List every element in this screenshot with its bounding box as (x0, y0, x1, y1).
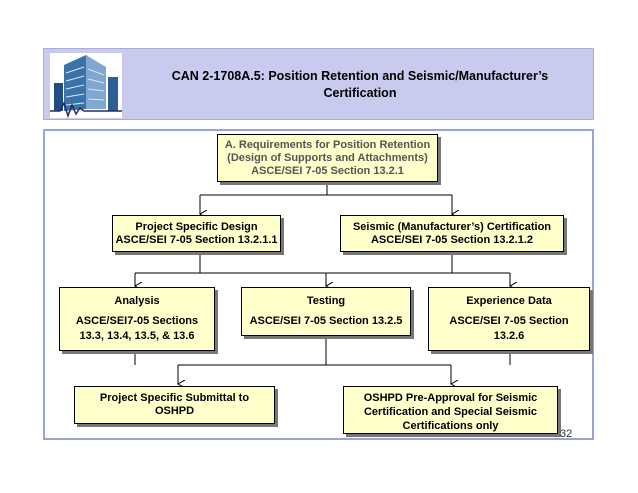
testing-line2: ASCE/SEI 7-05 Section 13.2.5 (249, 315, 403, 327)
box-project-submittal: Project Specific Submittal to OSHPD (74, 386, 275, 424)
box-analysis: Analysis ASCE/SEI7-05 Sections 13.3, 13.… (59, 287, 215, 351)
box-project-specific-design: Project Specific Design ASCE/SEI 7-05 Se… (112, 215, 281, 252)
experience-line1: Experience Data (466, 295, 552, 307)
analysis-line3: 13.3, 13.4, 13.5, & 13.6 (79, 330, 195, 342)
project-design-line1: Project Specific Design (135, 221, 258, 233)
building-logo (50, 53, 122, 118)
requirements-line1: A. Requirements for Position Retention (224, 139, 431, 151)
page-number: 32 (560, 428, 573, 440)
analysis-line1: Analysis (114, 295, 160, 307)
experience-line2: ASCE/SEI 7-05 Section (449, 315, 569, 327)
testing-line1: Testing (306, 295, 346, 307)
slide-title: CAN 2-1708A.5: Position Retention and Se… (132, 68, 588, 102)
slide-title-line2: Certification (323, 86, 397, 100)
box-experience-data: Experience Data ASCE/SEI 7-05 Section 13… (428, 287, 590, 351)
box-seismic-certification: Seismic (Manufacturer’s) Certification A… (340, 215, 564, 252)
box-oshpd-preapproval: OSHPD Pre-Approval for Seismic Certifica… (343, 386, 558, 434)
seismic-cert-line1: Seismic (Manufacturer’s) Certification (352, 221, 552, 233)
diagram-frame (43, 129, 594, 440)
preapproval-line3: Certifications only (402, 420, 499, 432)
title-band (43, 48, 594, 120)
seismic-cert-line2: ASCE/SEI 7-05 Section 13.2.1.2 (370, 234, 534, 246)
analysis-line2: ASCE/SEI7-05 Sections (75, 315, 199, 327)
box-requirements-position-retention: A. Requirements for Position Retention (… (217, 134, 438, 182)
submittal-line2: OSHPD (154, 405, 195, 417)
requirements-line2: (Design of Supports and Attachments) (227, 152, 428, 164)
preapproval-line1: OSHPD Pre-Approval for Seismic (363, 392, 538, 404)
preapproval-line2: Certification and Special Seismic (363, 406, 537, 418)
project-design-line2: ASCE/SEI 7-05 Section 13.2.1.1 (115, 234, 278, 246)
experience-line3: 13.2.6 (493, 330, 525, 342)
box-testing: Testing ASCE/SEI 7-05 Section 13.2.5 (241, 287, 411, 336)
submittal-line1: Project Specific Submittal to (99, 392, 250, 404)
requirements-line3: ASCE/SEI 7-05 Section 13.2.1 (251, 165, 404, 177)
slide-title-line1: CAN 2-1708A.5: Position Retention and Se… (171, 69, 549, 83)
